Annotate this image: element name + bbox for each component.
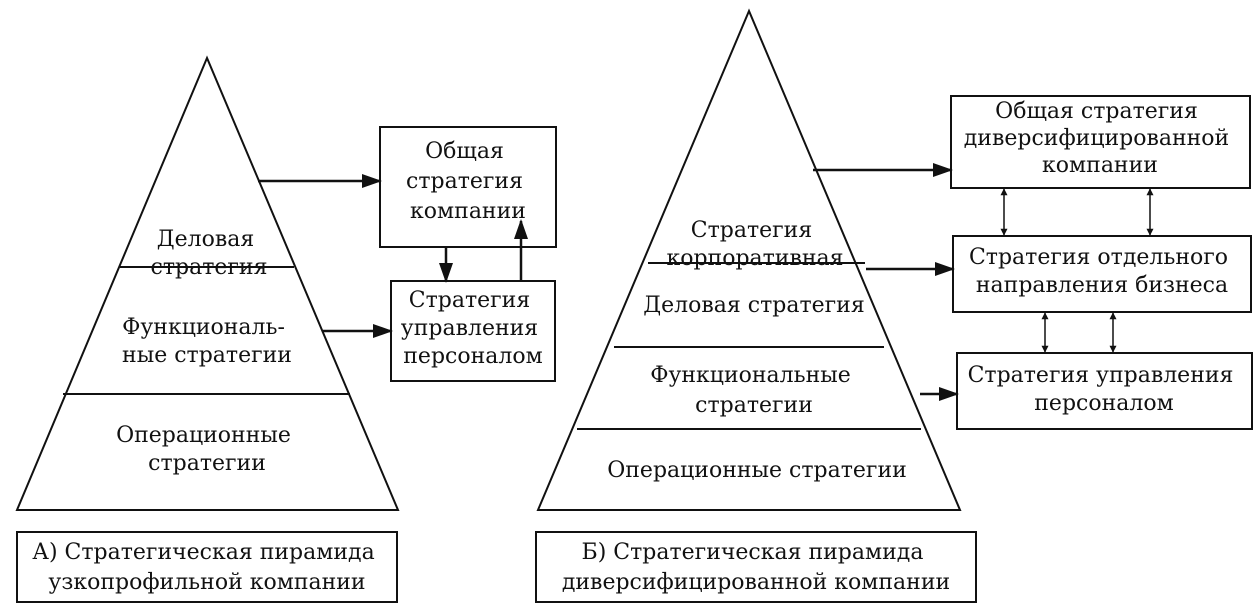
diagram-a: Деловая стратегия Функциональ- ные страт…	[15, 55, 557, 603]
pyramid-b	[536, 8, 962, 511]
pyramid-b-operational-label: Операционные стратегии	[607, 458, 907, 483]
caption-a-box	[16, 531, 398, 603]
pyramid-a-bottom-label: Операционные стратегии	[116, 423, 298, 476]
pyramid-a-top-label: Деловая стратегия	[151, 227, 268, 280]
box-b-general-strategy-label: Общая стратегия диверсифицированной комп…	[964, 99, 1236, 178]
box-b-business-unit-strategy-label: Стратегия отдельного направления бизнеса	[969, 245, 1235, 298]
box-a-hr-strategy	[390, 280, 556, 382]
caption-a: А) Стратегическая пирамида узкопрофильно…	[32, 540, 381, 595]
pyramid-b-functional-label: Функциональные стратегии	[650, 363, 858, 418]
caption-b: Б) Стратегическая пирамида диверсифициро…	[562, 540, 950, 595]
diagram-b: Стратегия корпоративная Деловая стратеги…	[535, 8, 1253, 603]
pyramid-b-business-label: Деловая стратегия	[643, 293, 864, 318]
box-b-general-strategy	[950, 95, 1251, 189]
box-b-hr-strategy-label: Стратегия управления персоналом	[968, 363, 1241, 416]
pyramid-a	[15, 55, 400, 511]
caption-b-box	[535, 531, 977, 603]
pyramid-a-middle-label: Функциональ- ные стратегии	[122, 315, 292, 368]
box-b-hr-strategy	[956, 352, 1253, 430]
box-a-hr-strategy-label: Стратегия управления персоналом	[401, 288, 545, 369]
box-a-general-strategy-label: Общая стратегия компании	[406, 139, 530, 224]
pyramid-b-corporate-label: Стратегия корпоративная	[666, 218, 843, 271]
